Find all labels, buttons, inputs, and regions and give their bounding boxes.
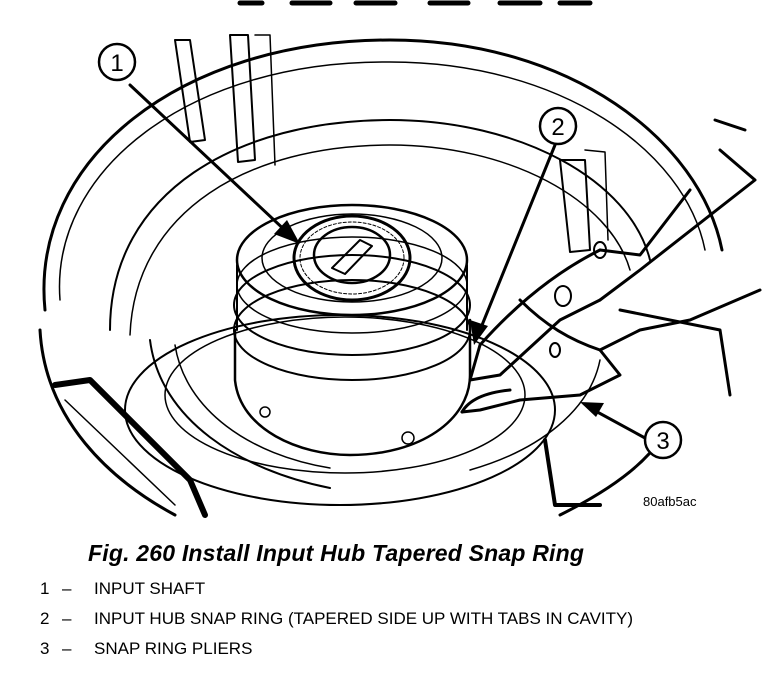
diagram-figure: 1 2 3 <box>38 0 762 518</box>
legend-dash: – <box>62 579 72 598</box>
callout-2-label: 2 <box>551 114 564 141</box>
callout-3-label: 3 <box>656 428 669 455</box>
legend-item-3: 3 – SNAP RING PLIERS <box>40 638 740 660</box>
arrowhead-1 <box>274 220 300 244</box>
legend-text: INPUT HUB SNAP RING (TAPERED SIDE UP WIT… <box>94 609 634 628</box>
figure-caption: Fig. 260 Install Input Hub Tapered Snap … <box>88 540 585 566</box>
legend-number: 1 <box>40 579 50 598</box>
snap-ring-pliers <box>460 118 762 414</box>
arrowhead-3 <box>580 402 604 417</box>
legend-text: SNAP RING PLIERS <box>94 639 253 658</box>
legend-number: 2 <box>40 609 50 628</box>
callout-1-circle <box>97 42 137 82</box>
input-hub <box>124 203 556 506</box>
transmission-housing <box>38 34 732 518</box>
legend-dash: – <box>62 609 72 628</box>
legend-item-1: 1 – INPUT SHAFT <box>40 578 740 600</box>
legend-text: INPUT SHAFT <box>94 579 206 598</box>
callout-2-circle <box>538 106 578 146</box>
legend-item-2: 2 – INPUT HUB SNAP RING (TAPERED SIDE UP… <box>40 608 740 630</box>
callout-3-circle <box>643 420 683 460</box>
legend: 1 – INPUT SHAFT 2 – INPUT HUB SNAP RING … <box>40 578 740 668</box>
callout-1-label: 1 <box>110 50 123 77</box>
callout-leader-lines <box>128 83 647 440</box>
legend-number: 3 <box>40 639 50 658</box>
figure-code: 80afb5ac <box>643 494 697 509</box>
arrowhead-2 <box>470 320 488 345</box>
legend-dash: – <box>62 639 72 658</box>
